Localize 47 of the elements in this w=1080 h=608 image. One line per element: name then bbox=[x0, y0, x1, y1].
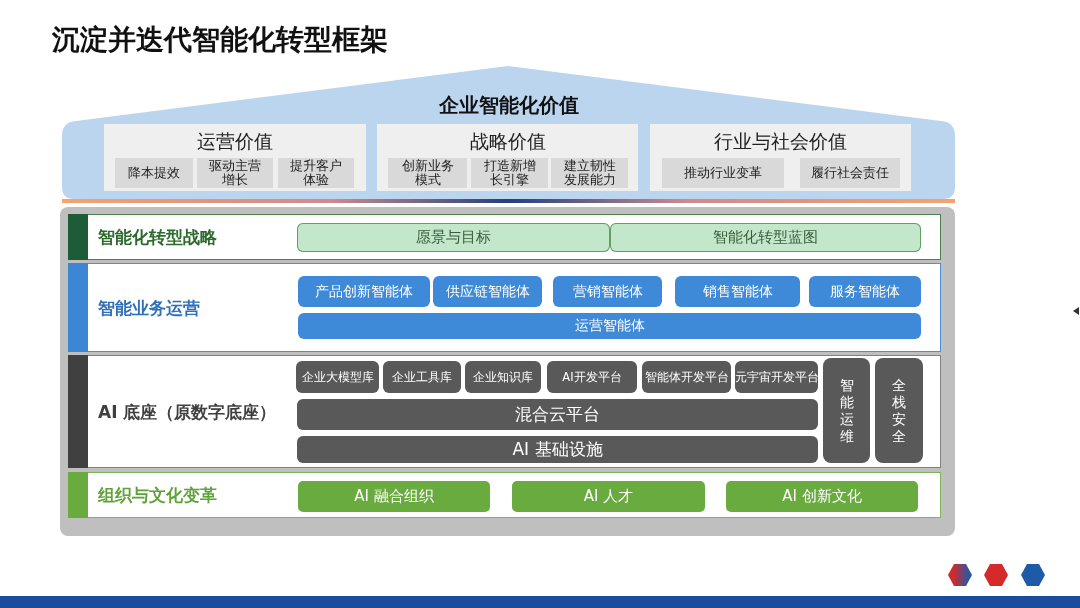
module-box: 销售智能体 bbox=[675, 276, 800, 307]
module-box: 企业知识库 bbox=[465, 361, 541, 393]
value-tag: 降本提效 bbox=[115, 158, 193, 188]
module-box: 供应链智能体 bbox=[433, 276, 542, 307]
value-panel bbox=[650, 124, 911, 191]
module-box: 元宇宙开发平台 bbox=[735, 361, 818, 393]
value-tag: 创新业务模式 bbox=[388, 158, 467, 188]
band-title: 智能业务运营 bbox=[98, 296, 200, 319]
module-box: AI 创新文化 bbox=[726, 481, 918, 512]
band-title: 组织与文化变革 bbox=[98, 484, 217, 506]
module-box: 智能化转型蓝图 bbox=[610, 223, 921, 252]
panel-heading: 行业与社会价值 bbox=[714, 129, 847, 153]
value-panel bbox=[104, 124, 366, 191]
panel-heading: 运营价值 bbox=[197, 129, 273, 153]
value-tag: 驱动主营增长 bbox=[197, 158, 273, 188]
module-box: 服务智能体 bbox=[809, 276, 921, 307]
module-box: AI 基础设施 bbox=[297, 436, 818, 463]
module-box: 全栈安全 bbox=[875, 358, 923, 463]
house-shape bbox=[62, 66, 955, 199]
framework-panel bbox=[60, 207, 955, 536]
module-box: 营销智能体 bbox=[553, 276, 662, 307]
value-tag: 履行社会责任 bbox=[800, 158, 900, 188]
layer-band bbox=[68, 472, 941, 518]
module-box: AI 人才 bbox=[512, 481, 705, 512]
value-tag: 打造新增长引擎 bbox=[471, 158, 548, 188]
module-box: 智能运维 bbox=[823, 358, 870, 463]
band-title: AI 底座（原数字底座） bbox=[98, 400, 277, 423]
panel-heading: 战略价值 bbox=[469, 129, 546, 153]
module-box: 产品创新智能体 bbox=[298, 276, 430, 307]
layer-band bbox=[68, 214, 941, 260]
module-box: 愿景与目标 bbox=[297, 223, 610, 252]
value-tag: 建立韧性发展能力 bbox=[551, 158, 628, 188]
layer-band bbox=[68, 263, 941, 352]
module-box: 运营智能体 bbox=[298, 313, 921, 339]
module-box: 企业工具库 bbox=[383, 361, 461, 393]
module-box: 智能体开发平台 bbox=[642, 361, 731, 393]
module-box: 混合云平台 bbox=[297, 399, 818, 430]
value-panel bbox=[377, 124, 638, 191]
module-box: AI开发平台 bbox=[547, 361, 637, 393]
value-tag: 推动行业变革 bbox=[662, 158, 784, 188]
title: 沉淀并迭代智能化转型框架 bbox=[52, 22, 388, 58]
band-title: 智能化转型战略 bbox=[98, 226, 217, 248]
module-box: 企业大模型库 bbox=[296, 361, 379, 393]
value-tag: 提升客户体验 bbox=[278, 158, 354, 188]
roof-heading: 企业智能化价值 bbox=[438, 93, 579, 117]
layer-band bbox=[68, 355, 941, 468]
module-box: AI 融合组织 bbox=[298, 481, 490, 512]
